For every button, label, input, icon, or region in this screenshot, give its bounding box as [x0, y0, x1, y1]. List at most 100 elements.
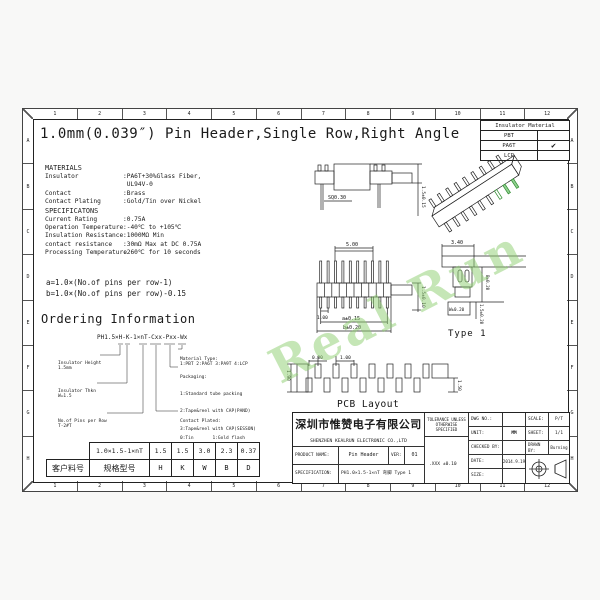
col-label: 8: [346, 481, 391, 491]
col-label: 10: [436, 481, 481, 491]
spec-model-label: 规格型号: [89, 459, 150, 477]
dim-top: 3.40: [451, 240, 463, 246]
drawn-by-value: Burning: [549, 441, 569, 455]
tolerance-heading: TOLERANCE UNLESS OTHERWISE SPECIFIED: [425, 413, 469, 437]
customer-part-label: 客户料号: [46, 459, 90, 477]
spec-row: Contact Plating:Gold/Tin over Nickel: [45, 198, 202, 206]
specification-value: PH1.0×1.5-1×nT 弯脚 Type 1: [339, 465, 425, 483]
side-view-top-drawing: SQ0.30 1.5±0.15: [314, 163, 426, 216]
company-name-en: SHENZHEN KEALRUN ELECTRONIC CO.,LTD: [293, 437, 425, 447]
spec-row: contact resistance:30mΩ Max at DC 0.75A: [45, 240, 202, 248]
spec-row: Insulator:PA6T+30%Glass Fiber,: [45, 173, 202, 180]
product-name-label: PRODUCT NAME:: [293, 447, 339, 465]
col-label: 12: [544, 483, 551, 489]
col-label: 8: [346, 109, 391, 119]
date-value: 2014.9.19: [503, 455, 526, 469]
row-label: B: [23, 164, 33, 210]
col-label: 7: [302, 481, 347, 491]
dim-a: a±0.15: [342, 316, 360, 322]
third-angle-projection-icon: [529, 459, 567, 479]
col-label: 1: [33, 109, 78, 119]
row-label: F: [23, 346, 33, 392]
row-label: E: [23, 301, 33, 346]
value-h: 1.5: [149, 442, 172, 460]
dim-h: 1.5±0.15: [420, 186, 426, 208]
value-d: 0.37: [237, 442, 260, 460]
col-label: 4: [167, 481, 212, 491]
dim-2: 1.00: [340, 355, 351, 361]
type-label: Type 1: [448, 329, 487, 339]
col-label: 5: [212, 109, 257, 119]
dim-r1: B±0.20: [485, 275, 490, 291]
sheet-value: 1/1: [549, 427, 569, 441]
dim-b: b±0.20: [343, 325, 361, 331]
spec-row: UL94V-0: [123, 181, 153, 189]
projection-symbol: [526, 455, 569, 483]
value-b: 2.3: [215, 442, 238, 460]
dim-w: W±0.20: [449, 307, 465, 312]
material-check: [537, 150, 570, 161]
col-label: 2: [78, 481, 123, 491]
ordering-material-type: Material Type:1:PBT 2:PA6T 3:PA9T 4:LCP: [180, 356, 248, 368]
dwg-no-value: [503, 413, 526, 427]
row-label: E: [567, 301, 577, 346]
ordering-code: PH1.5×H-K-1×nT-Cxx-Pxx-Wx: [97, 334, 188, 341]
header-w: W: [193, 459, 216, 477]
dim-left: 1.90: [285, 370, 291, 381]
drawn-by-label: DRAWN BY:: [526, 441, 549, 455]
spec-row: Insulation Resistance:1000MΩ Min: [45, 232, 164, 240]
spec-summary-table: 1.0×1.5-1×nT 1.5 1.5 3.0 2.3 0.37 客户料号 规…: [46, 442, 260, 477]
unit-label: UNIT:: [469, 427, 503, 441]
ver-value: 01: [405, 447, 425, 465]
side-view-type1-drawing: 3.40 W±0.20 B±0.20 1.5±0.20 Type 1: [441, 240, 526, 339]
spec-row: Operation Temperature:-40℃ to +105℃: [45, 224, 182, 232]
specification-label: SPECIFICATION:: [293, 465, 339, 483]
row-label: A: [23, 119, 33, 165]
spec-row: Processing Temperature:260℃ for 10 secon…: [45, 249, 201, 257]
col-label: 7: [302, 109, 347, 119]
dim-top: 5.00: [346, 242, 358, 248]
ver-label: VER:: [389, 447, 405, 465]
product-name-value: Pin Header: [339, 447, 389, 465]
checked-by-value: [503, 441, 526, 455]
formula-a: a=1.0×(No.of pins per row-1): [46, 278, 173, 287]
col-label: 5: [212, 481, 257, 491]
row-label: G: [567, 391, 577, 437]
size-value: [503, 469, 526, 483]
spec-row: Current Rating:0.75A: [45, 215, 146, 223]
frame-corner: [23, 481, 33, 491]
header-d: D: [237, 459, 260, 477]
header-b: B: [215, 459, 238, 477]
company-name-cn: 深圳市惟赞电子有限公司: [293, 413, 425, 437]
col-label: 11: [481, 481, 526, 491]
spec-code: 1.0×1.5-1×nT: [89, 442, 150, 460]
date-label: DATE:: [469, 455, 503, 469]
frame-corner: [567, 481, 577, 491]
unit-value: MM: [503, 427, 526, 441]
row-label: F: [567, 346, 577, 392]
dim-r2: 1.5±0.20: [479, 304, 484, 325]
technical-drawings: SQ0.30 1.5±0.15: [97, 154, 526, 414]
dim-pitch: 1.00: [317, 315, 328, 321]
specifications-heading: SPECIFICATONS: [45, 206, 99, 215]
drawing-area: 1.0mm(0.039″) Pin Header,Single Row,Righ…: [33, 119, 570, 484]
row-label: C: [23, 210, 33, 256]
dwg-no-label: DWG NO.:: [469, 413, 503, 427]
formula-b: b=1.0×(No.of pins per row)-0.15: [46, 289, 186, 298]
size-label: SIZE:: [469, 469, 503, 483]
col-label: 3: [123, 481, 168, 491]
title-block: 深圳市惟赞电子有限公司 SHENZHEN KEALRUN ELECTRONIC …: [292, 412, 570, 484]
scale-label: SCALE:: [526, 413, 549, 427]
row-label: H: [26, 455, 30, 462]
col-label: 9: [391, 481, 436, 491]
ordering-tree-lines: [97, 343, 186, 414]
header-k: K: [171, 459, 194, 477]
